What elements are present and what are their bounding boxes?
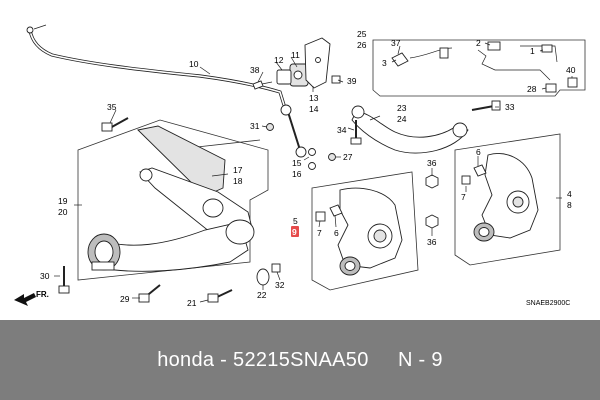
callout-15: 15 — [292, 158, 302, 168]
knuckle-assy-box — [454, 133, 561, 266]
callout-2: 2 — [476, 38, 481, 48]
bolt-30 — [58, 266, 70, 294]
callout-22: 22 — [257, 290, 267, 300]
callout-31: 31 — [250, 121, 260, 131]
front-arrow-label: FR. — [36, 290, 49, 299]
callout-11: 11 — [291, 50, 300, 60]
callout-6b: 6 — [476, 147, 481, 157]
bolt-33 — [471, 100, 501, 111]
callout-36b: 36 — [427, 237, 437, 247]
front-arrow: FR. — [14, 290, 49, 306]
nut-36 — [425, 174, 439, 229]
callout-25: 25 — [357, 29, 367, 39]
callout-9: 9 — [292, 227, 297, 237]
callout-33: 33 — [505, 102, 515, 112]
bolt-39 — [331, 75, 341, 84]
callout-26: 26 — [357, 40, 367, 50]
callout-4: 4 — [567, 189, 572, 199]
callout-23: 23 — [397, 103, 407, 113]
callout-13: 13 — [309, 93, 319, 103]
callout-19: 19 — [58, 196, 68, 206]
callout-34: 34 — [337, 125, 347, 135]
callout-38: 38 — [250, 65, 260, 75]
callout-21: 21 — [187, 298, 197, 308]
callout-20: 20 — [58, 207, 68, 217]
upper-arm — [351, 105, 469, 154]
highlight-marker — [291, 226, 299, 237]
callout-40: 40 — [566, 65, 576, 75]
callout-29: 29 — [120, 294, 130, 304]
brand-name: honda — [157, 348, 215, 371]
nut-15-16 — [308, 148, 336, 170]
bolt-35 — [101, 117, 129, 132]
callout-1: 1 — [530, 46, 535, 56]
lower-arm — [87, 125, 255, 272]
nut-32 — [271, 263, 281, 273]
callout-3: 3 — [382, 58, 387, 68]
spacer — [369, 349, 398, 371]
callout-27: 27 — [343, 152, 353, 162]
callout-24: 24 — [397, 114, 407, 124]
bolt-34 — [350, 120, 362, 145]
bolt-6 — [329, 204, 343, 217]
callout-7: 7 — [317, 228, 322, 238]
callout-16: 16 — [292, 169, 302, 179]
stabilizer-bar — [26, 26, 286, 106]
bolt-21 — [207, 289, 233, 303]
abs-sensor-box — [372, 39, 586, 97]
footer-bar: honda - 52215SNAA50 N - 9 — [0, 320, 600, 400]
callout-8: 8 — [567, 200, 572, 210]
stabilizer-bushing — [276, 63, 309, 87]
bushing-22 — [256, 268, 270, 286]
callout-6: 6 — [334, 228, 339, 238]
callout-30: 30 — [40, 271, 50, 281]
callout-36a: 36 — [427, 158, 437, 168]
callouts: 10 11 12 13 14 38 39 31 34 15 16 27 23 2… — [40, 29, 576, 308]
footer-caption: honda - 52215SNAA50 N - 9 — [157, 349, 443, 372]
callout-17: 17 — [233, 165, 243, 175]
callout-37: 37 — [391, 38, 401, 48]
callout-35: 35 — [107, 102, 117, 112]
leader-lines — [33, 24, 573, 303]
part-number: 52215SNAA50 — [233, 348, 369, 371]
separator: - — [214, 348, 234, 371]
bolt-7 — [315, 211, 326, 222]
callout-18: 18 — [233, 176, 243, 186]
callout-10: 10 — [189, 59, 199, 69]
catalog-code: SNAEB2900C — [526, 300, 570, 307]
callout-28: 28 — [527, 84, 537, 94]
callout-5: 5 — [293, 216, 298, 226]
callout-32: 32 — [275, 280, 285, 290]
callout-14: 14 — [309, 104, 319, 114]
callout-7b: 7 — [461, 192, 466, 202]
reference-number: N - 9 — [397, 348, 443, 371]
callout-12: 12 — [274, 55, 284, 65]
knuckle-box — [311, 171, 419, 291]
holder-bracket — [304, 37, 331, 89]
bolt-29 — [138, 284, 161, 303]
parts-diagram: FR. — [14, 24, 586, 308]
callout-39: 39 — [347, 76, 357, 86]
stabilizer-link — [266, 104, 307, 158]
